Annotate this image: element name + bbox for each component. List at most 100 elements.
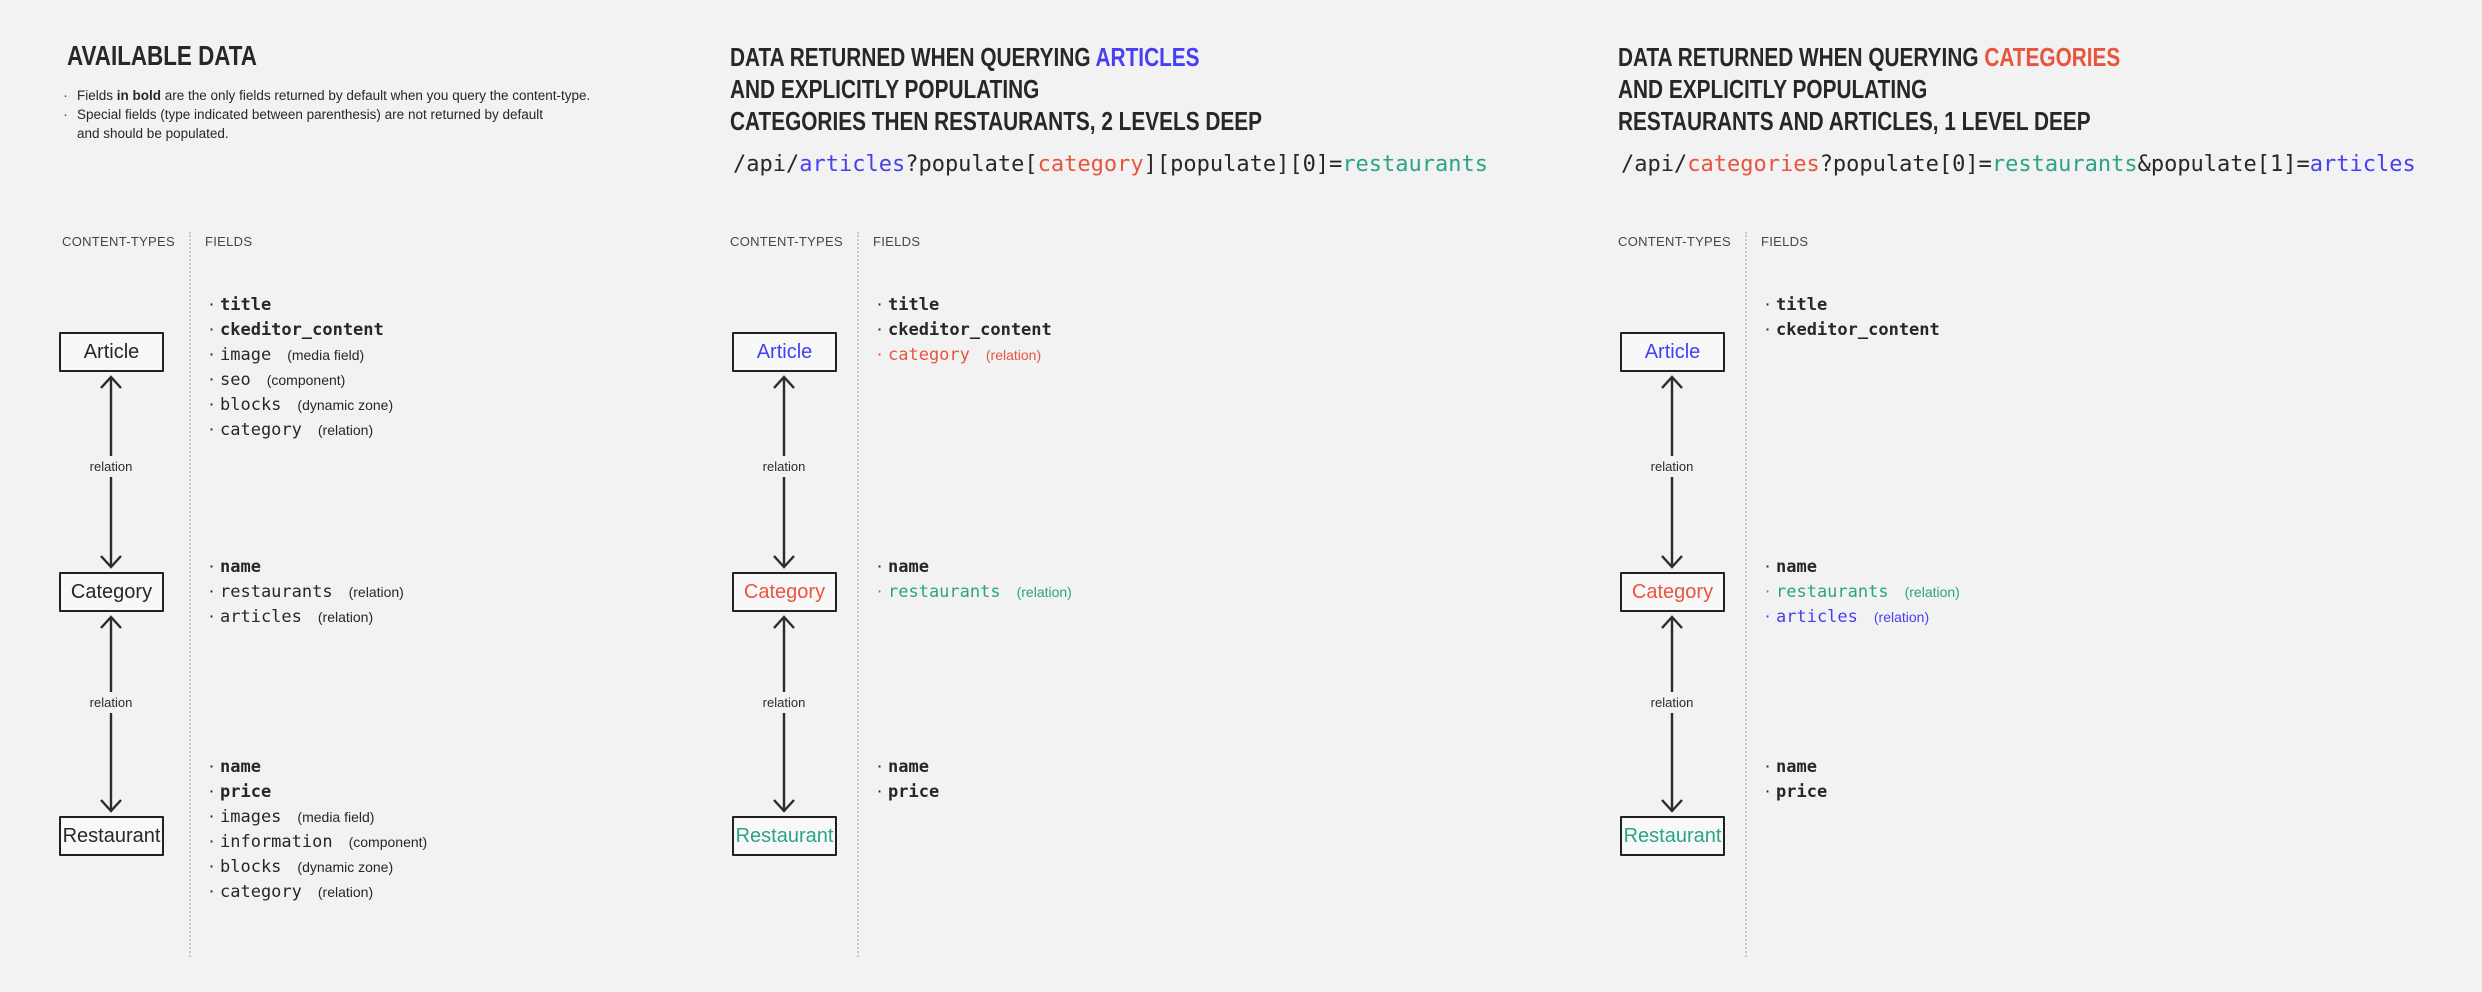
field-item: ·restaurants(relation) [871, 580, 1072, 605]
field-item: ·category (relation) [203, 418, 393, 443]
content-types-column-label: CONTENT-TYPES [62, 234, 175, 249]
text-segment: ARTICLES [1095, 42, 1200, 72]
field-name: title [1776, 295, 1828, 315]
content-type-label: Category [70, 580, 153, 603]
content-type-label: Article [1644, 340, 1701, 363]
field-name: name [1776, 557, 1817, 577]
content-type-box-restaurant: Restaurant [732, 816, 837, 856]
schema-table: CONTENT-TYPES FIELDS Article Category Re… [1618, 0, 2482, 992]
field-type: (component) [348, 834, 428, 850]
bullet-icon: · [208, 756, 215, 777]
field-name: ckeditor_content [888, 320, 1052, 340]
fields-column-label: FIELDS [1761, 234, 1809, 249]
field-type: (relation) [985, 347, 1042, 363]
field-name: name [888, 757, 929, 777]
bullet-icon: · [208, 319, 215, 340]
field-item: ·articles(relation) [203, 605, 404, 630]
text-segment: articles [799, 152, 906, 177]
field-item: ·name [871, 755, 939, 780]
relation-arrow-icon [1660, 614, 1684, 814]
content-type-label: Category [1631, 580, 1714, 603]
bullet-icon: · [208, 606, 215, 627]
field-name: information [220, 832, 333, 852]
content-type-label: Article [83, 340, 140, 363]
column-divider [1745, 232, 1747, 957]
field-type: (relation) [1904, 584, 1960, 600]
field-type: (relation) [317, 422, 374, 438]
field-list-restaurant: ·name·price [1759, 755, 1827, 805]
field-item: ·name [203, 755, 427, 780]
field-item: ·seo(component) [203, 368, 393, 393]
content-type-box-article: Article [59, 332, 164, 372]
bullet-icon: · [63, 87, 68, 104]
field-name: restaurants [220, 582, 333, 602]
field-type: (dynamic zone) [297, 859, 394, 875]
schema-table: CONTENT-TYPES FIELDS Article Category Re… [59, 0, 702, 992]
content-type-label: Restaurant [735, 824, 834, 847]
field-name: title [888, 295, 940, 315]
text-segment: restaurants [1991, 152, 2138, 177]
field-name: category [220, 420, 302, 440]
bullet-icon: · [208, 881, 215, 902]
content-type-box-restaurant: Restaurant [1620, 816, 1725, 856]
field-name: title [220, 295, 272, 315]
field-name: ckeditor_content [220, 320, 384, 340]
relation-arrow-icon [99, 614, 123, 814]
field-type: (relation) [1016, 584, 1072, 600]
fields-column-label: FIELDS [873, 234, 921, 249]
bullet-icon: · [876, 344, 883, 365]
field-name: price [1776, 782, 1828, 802]
text-segment: /api/ [733, 152, 800, 177]
bullet-icon: · [208, 419, 215, 440]
text-segment: ?populate[ [905, 152, 1038, 177]
column-divider [189, 232, 191, 957]
field-item: ·blocks(dynamic zone) [203, 855, 427, 880]
content-type-box-article: Article [732, 332, 837, 372]
bullet-icon: · [1764, 319, 1771, 340]
field-name: name [220, 757, 261, 777]
content-type-label: Restaurant [1623, 824, 1722, 847]
field-item: ·information(component) [203, 830, 427, 855]
text-segment: in bold [116, 88, 162, 103]
field-item: ·ckeditor_content [203, 318, 393, 343]
field-list-category: ·name·restaurants(relation) [871, 555, 1072, 605]
bullet-icon: · [1764, 606, 1771, 627]
field-item: ·title [871, 293, 1052, 318]
field-name: image [220, 345, 272, 365]
bullet-icon: · [208, 781, 215, 802]
field-item: ·price [871, 780, 939, 805]
field-type: (dynamic zone) [297, 397, 394, 413]
relation-label: relation [83, 692, 139, 713]
bullet-icon: · [1764, 556, 1771, 577]
field-item: ·name [1759, 755, 1827, 780]
field-name: restaurants [1776, 582, 1889, 602]
field-list-restaurant: ·name·price·images(media field)·informat… [203, 755, 427, 905]
field-item: ·title [1759, 293, 1940, 318]
text-segment: CATEGORIES THEN RESTAURANTS, 2 LEVELS DE… [730, 106, 1263, 136]
field-list-category: ·name·restaurants(relation)·articles(rel… [1759, 555, 1960, 630]
relation-label: relation [1644, 692, 1700, 713]
field-item: ·blocks(dynamic zone) [203, 393, 393, 418]
bullet-icon: · [208, 369, 215, 390]
bullet-icon: · [208, 294, 215, 315]
text-segment: are the only fields returned by default … [161, 88, 591, 103]
field-type: (relation) [1873, 609, 1930, 625]
field-item: ·price [203, 780, 427, 805]
field-item: ·restaurants(relation) [1759, 580, 1960, 605]
bullet-icon: · [876, 556, 883, 577]
field-list-article: ·title·ckeditor_content·category(relatio… [871, 293, 1052, 368]
note-item: ·Special fields (type indicated between … [63, 105, 683, 143]
field-type: (component) [266, 372, 346, 388]
field-type: (relation) [348, 584, 404, 600]
bullet-icon: · [876, 581, 883, 602]
bullet-icon: · [208, 394, 215, 415]
field-name: ckeditor_content [1776, 320, 1940, 340]
bullet-icon: · [1764, 294, 1771, 315]
field-list-restaurant: ·name·price [871, 755, 939, 805]
bullet-icon: · [1764, 781, 1771, 802]
text-segment: Fields [77, 88, 117, 103]
field-item: ·title [203, 293, 393, 318]
content-type-box-article: Article [1620, 332, 1725, 372]
